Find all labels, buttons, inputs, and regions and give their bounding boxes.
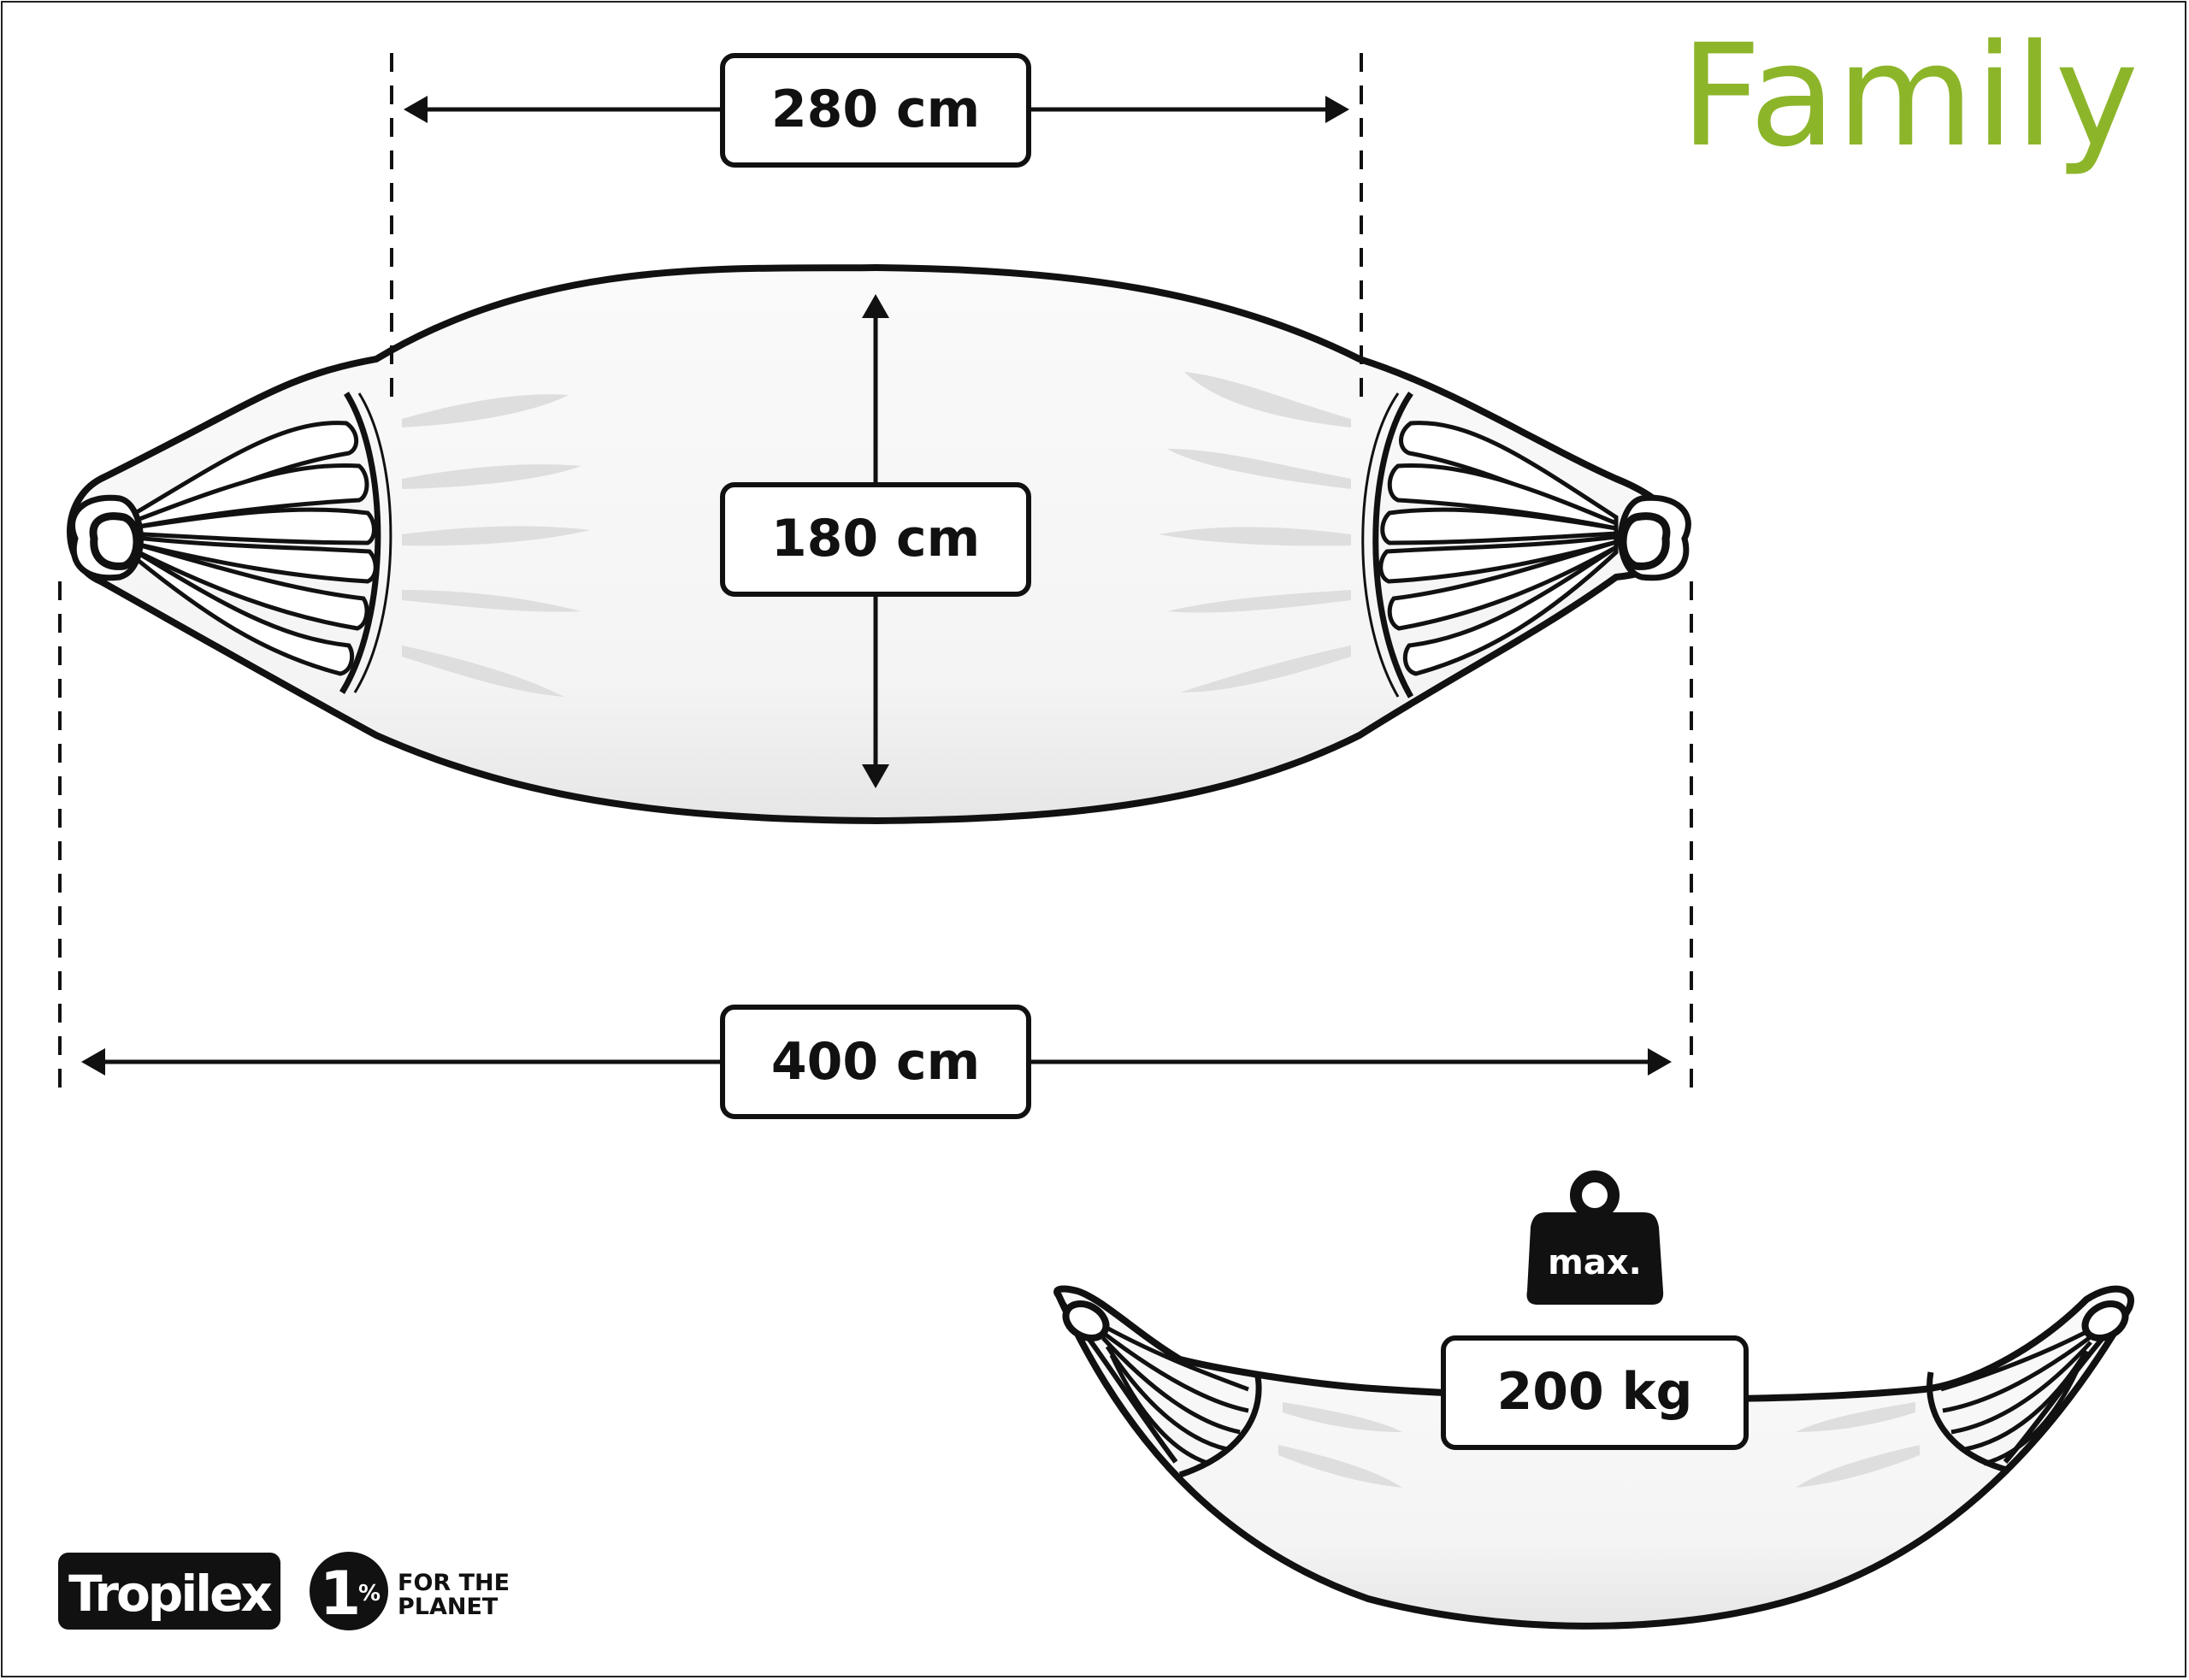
left-spreader-bar (339, 392, 381, 694)
max-load-label: 200 kg (1497, 1362, 1693, 1422)
partner-line-2: PLANET (398, 1594, 499, 1620)
side-hammock-outline (1053, 1285, 2134, 1630)
bed-length-label-box (720, 53, 1031, 168)
bed-length-label: 280 cm (771, 80, 980, 139)
total-length-label-box (720, 1005, 1031, 1119)
one-percent-number: 1 (320, 1559, 362, 1629)
side-fabric-stripes (1278, 1402, 1920, 1488)
right-end-ring (1618, 494, 1691, 581)
right-spreader-bar (1372, 392, 1414, 699)
side-right-strings (1940, 1323, 2101, 1466)
max-load-label-box (1441, 1335, 1749, 1450)
dimension-guides (58, 53, 1693, 1088)
hammock-side-view (1053, 1285, 2134, 1630)
bed-width-label-box (720, 482, 1031, 597)
left-suspension-strings (126, 421, 378, 676)
product-title: Family (1680, 14, 2139, 178)
weight-icon: max. (1526, 1170, 1664, 1305)
side-right-end-ring (2081, 1300, 2129, 1341)
bed-length-dimension (404, 96, 1349, 123)
one-percent-for-the-planet-logo: 1 % FOR THE PLANET (310, 1552, 510, 1630)
total-length-label: 400 cm (771, 1032, 980, 1092)
bed-width-label: 180 cm (771, 509, 980, 569)
left-end-ring (69, 494, 144, 581)
right-suspension-strings (1378, 421, 1619, 676)
total-length-dimension (81, 1048, 1672, 1076)
tropilex-logo: Tropilex (58, 1553, 280, 1630)
side-left-end-ring (1062, 1300, 1110, 1341)
tropilex-logo-text: Tropilex (68, 1565, 272, 1623)
one-percent-symbol: % (358, 1581, 381, 1606)
fabric-stripes (402, 372, 1351, 697)
side-left-strings (1093, 1318, 1249, 1466)
weight-icon-label: max. (1548, 1243, 1642, 1282)
partner-line-1: FOR THE (398, 1570, 510, 1596)
bed-width-dimension (862, 294, 889, 788)
